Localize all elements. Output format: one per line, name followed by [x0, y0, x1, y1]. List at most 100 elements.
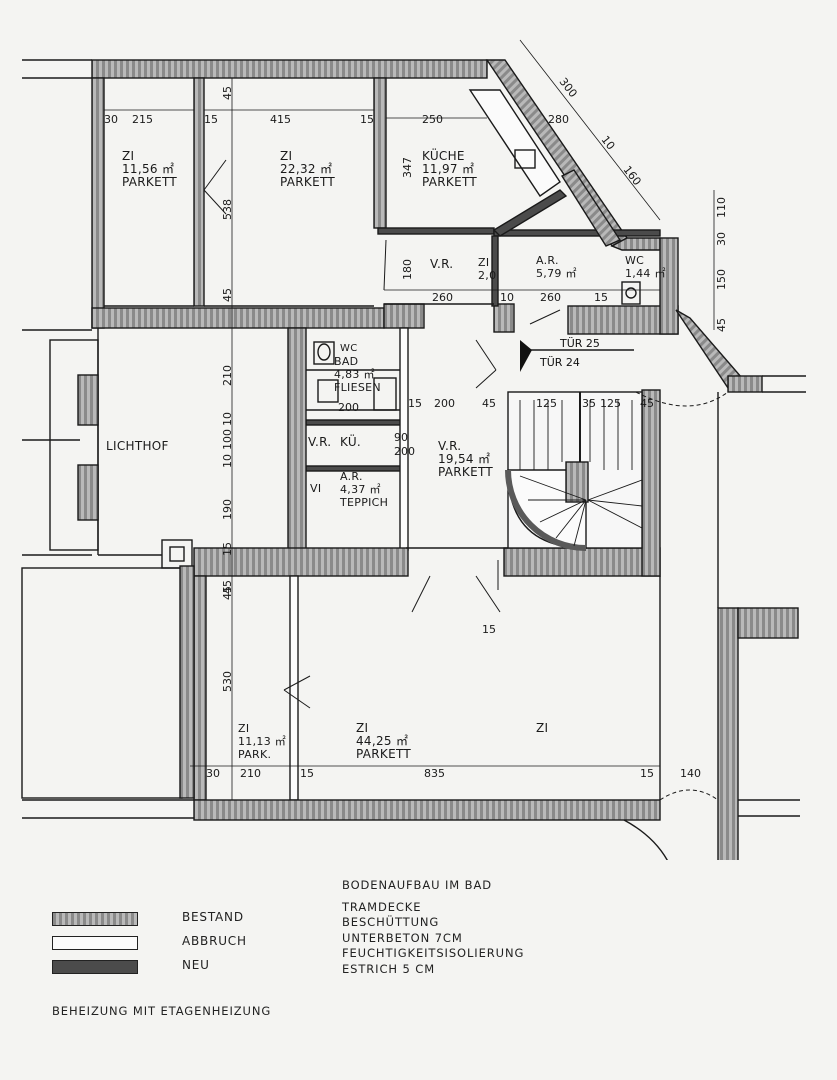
dim-left-8: 15	[221, 542, 234, 556]
floor-buildup-notes: BODENAUFBAU IM BAD TRAMDECKE BESCHÜTTUNG…	[342, 878, 524, 977]
room-floor: PARKETT	[122, 175, 178, 189]
room-area: 19,54 ㎡	[438, 452, 491, 466]
dim-ku-0: 90	[394, 431, 408, 444]
dim-top-5: 250	[422, 113, 443, 126]
room-name: ZI	[238, 722, 250, 735]
legend-label: NEU	[182, 958, 210, 972]
notes-line: TRAMDECKE	[342, 899, 422, 914]
door-label-tuer24: TÜR 24	[540, 356, 580, 369]
dim-top-0: 30	[104, 113, 118, 126]
room-area: 2,0	[478, 269, 497, 282]
room-area: 44,25 ㎡	[356, 734, 409, 748]
notes-line: FEUCHTIGKEITSISOLIERUNG	[342, 946, 525, 960]
dim-left-0: 45	[221, 86, 234, 100]
notes-line: BESCHÜTTUNG	[342, 915, 440, 929]
dim-right-3: 45	[715, 318, 728, 332]
dim-mid-2: 260	[540, 291, 561, 304]
room-zi5: ZI 44,25 ㎡ PARKETT	[356, 722, 411, 761]
wall-top	[91, 59, 488, 79]
notes-line: UNTERBETON 7CM	[342, 930, 463, 945]
door-label-tuer25: TÜR 25	[560, 337, 600, 350]
room-name: ZI	[356, 721, 369, 735]
room-ar2: A.R. 4,37 ㎡ TEPPICH	[340, 470, 388, 509]
dim-kueche-h: 347	[401, 157, 414, 178]
room-kue: KÜ.	[340, 436, 361, 449]
dim-right-1: 30	[715, 232, 728, 246]
dim-left-4: 10	[221, 412, 234, 426]
dim-bottom-3: 835	[424, 767, 445, 780]
dim-mid-3: 15	[594, 291, 608, 304]
room-name: ZI	[478, 256, 490, 269]
room-vr2: V.R. 19,54 ㎡ PARKETT	[438, 440, 493, 479]
room-area: 22,32 ㎡	[280, 162, 333, 176]
room-name: WC	[625, 254, 645, 267]
notes-title: BODENAUFBAU IM BAD	[342, 878, 492, 892]
dim-bottom-2: 15	[300, 767, 314, 780]
dim-lower-left-0: 45	[221, 586, 234, 600]
dim-bath-4: 35	[582, 397, 596, 410]
room-area: 4,37 ㎡	[340, 483, 381, 496]
room-wc2: WC	[340, 342, 357, 355]
dim-bottom-1: 210	[240, 767, 261, 780]
dim-bath-2: 45	[482, 397, 496, 410]
room-name: ZI	[122, 149, 135, 163]
dim-bad: 200	[338, 401, 359, 414]
dim-lower-left-1: 530	[221, 671, 234, 692]
room-zi2: ZI 22,32 ㎡ PARKETT	[280, 150, 335, 189]
dim-bath-0: 15	[408, 397, 422, 410]
room-area: 11,97 ㎡	[422, 162, 475, 176]
legend-label: ABBRUCH	[182, 934, 247, 948]
room-name: LICHTHOF	[106, 439, 169, 453]
room-zi4: ZI 11,13 ㎡ PARK.	[238, 722, 286, 761]
room-floor: TEPPICH	[340, 496, 389, 509]
heating-note: BEHEIZUNG MIT ETAGENHEIZUNG	[52, 1004, 272, 1018]
room-ar1: A.R. 5,79 ㎡	[536, 254, 577, 280]
room-zi6: ZI	[536, 722, 548, 735]
room-name: BAD	[334, 355, 359, 368]
room-zi1: ZI 11,56 ㎡ PARKETT	[122, 150, 177, 189]
dim-bottom-0: 30	[206, 767, 220, 780]
dim-right-2: 150	[715, 269, 728, 290]
legend-swatch-bestand	[52, 912, 138, 926]
room-name: A.R.	[536, 254, 559, 267]
room-floor: PARKETT	[422, 175, 478, 189]
dim-left-7: 190	[221, 499, 234, 520]
dim-left-6: 10	[221, 454, 234, 468]
dim-top-1: 215	[132, 113, 153, 126]
dim-door-15: 15	[482, 623, 496, 636]
room-floor: PARKETT	[280, 175, 336, 189]
legend-item-neu: NEU	[52, 958, 352, 976]
floor-plan-drawing	[21, 39, 806, 860]
room-name: V.R.	[430, 257, 454, 271]
room-name: VI	[310, 482, 322, 495]
dim-left-1: 538	[221, 199, 234, 220]
room-floor: PARK.	[238, 748, 272, 761]
dim-left-5: 100	[221, 429, 234, 450]
dim-top-4: 15	[360, 113, 374, 126]
room-bad: BAD 4,83 ㎡ FLIESEN	[334, 355, 381, 394]
room-name: ZI	[536, 721, 549, 735]
dim-bottom-5: 140	[680, 767, 701, 780]
room-vr3: V.R.	[308, 436, 331, 449]
dim-bottom-4: 15	[640, 767, 654, 780]
legend-swatch-abbruch	[52, 936, 138, 950]
room-name: WC	[340, 343, 358, 354]
room-name: KÜ.	[340, 435, 362, 449]
room-area: 4,83 ㎡	[334, 368, 375, 381]
room-lichthof: LICHTHOF	[106, 440, 169, 453]
dim-left-3: 210	[221, 365, 234, 386]
dim-top-2: 15	[204, 113, 218, 126]
room-area: 1,44 ㎡	[625, 267, 666, 280]
room-name: V.R.	[438, 439, 462, 453]
legend-swatch-neu	[52, 960, 138, 974]
dim-ku-1: 200	[394, 445, 415, 458]
dim-bath-3: 125	[536, 397, 557, 410]
room-floor: FLIESEN	[334, 381, 381, 394]
dim-top-3: 415	[270, 113, 291, 126]
room-area: 11,13 ㎡	[238, 735, 287, 748]
dim-vr-h: 180	[401, 259, 414, 280]
legend-item-bestand: BESTAND	[52, 910, 352, 928]
dim-left-2: 45	[221, 288, 234, 302]
dim-mid-0: 260	[432, 291, 453, 304]
room-floor: PARKETT	[356, 747, 412, 761]
